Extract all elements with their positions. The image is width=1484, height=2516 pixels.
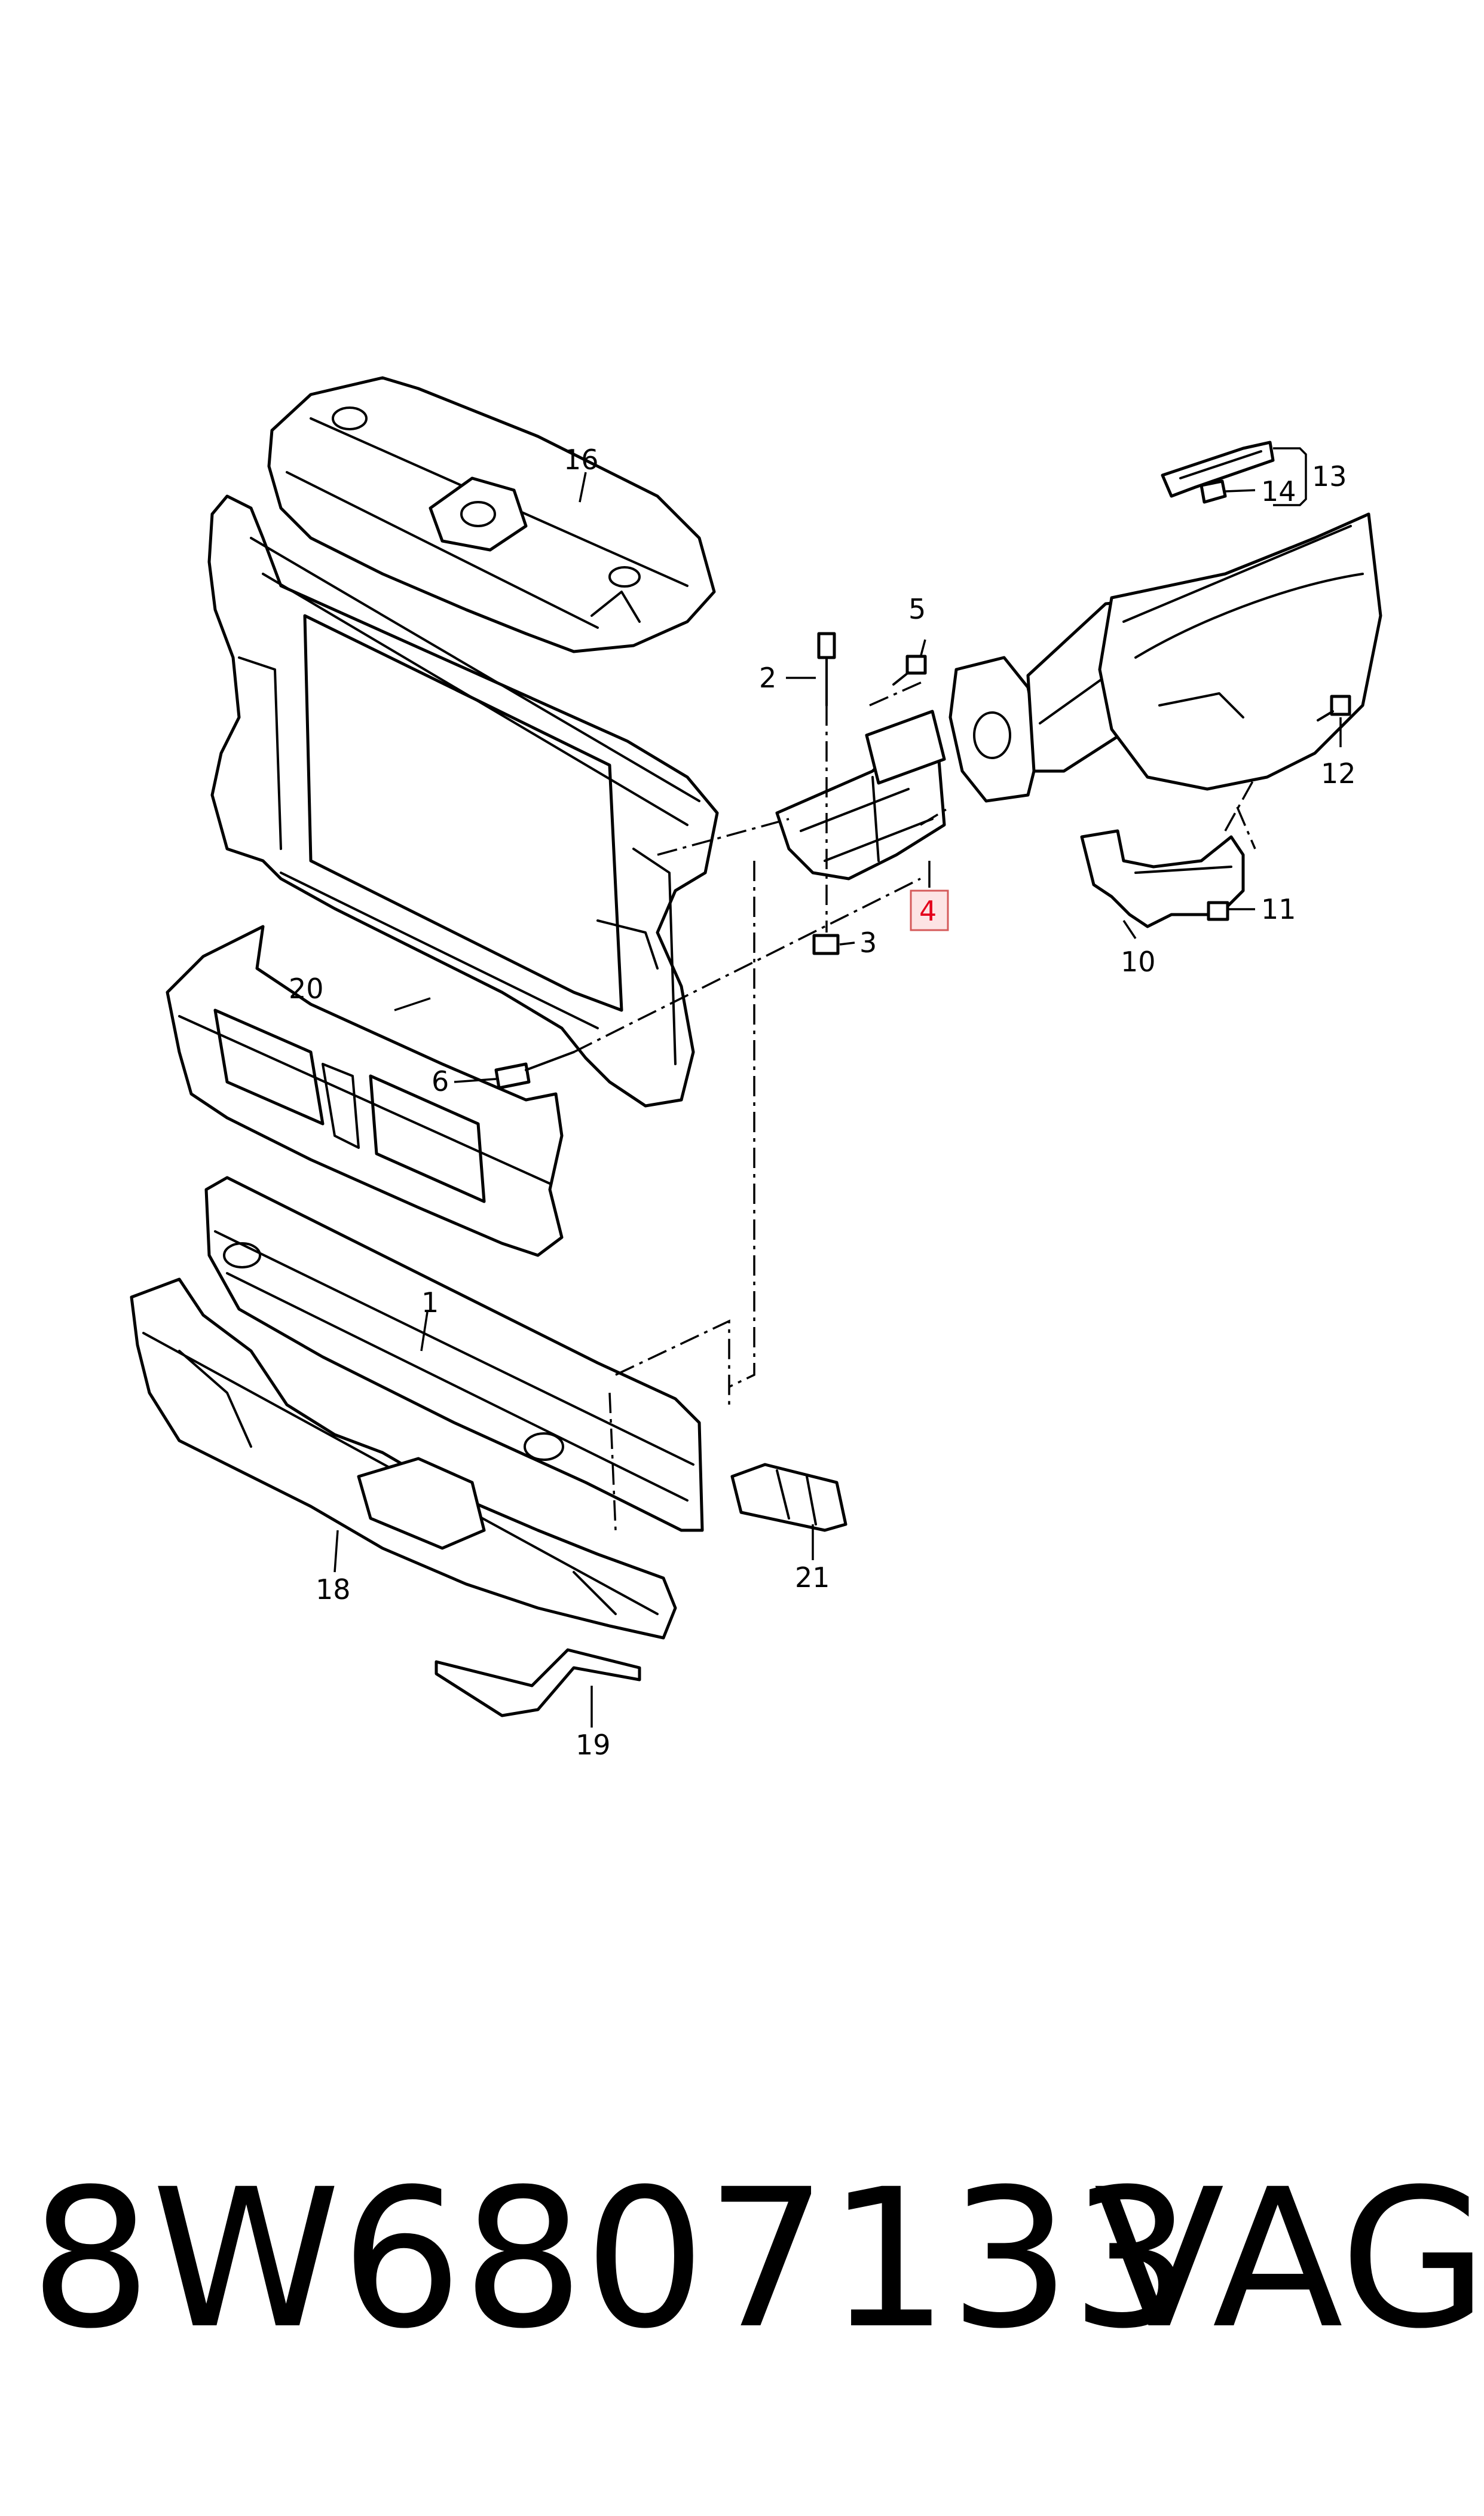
part-13-strip — [1161, 441, 1275, 498]
callout-4-highlight-box — [910, 889, 949, 931]
part-16-upper-cover — [267, 376, 716, 653]
callout-19: 19 — [576, 1729, 611, 1761]
callout-2: 2 — [759, 662, 776, 694]
part-2-bolt — [817, 632, 836, 707]
callout-6: 6 — [432, 1065, 449, 1097]
callout-16: 16 — [564, 444, 599, 476]
callout-11: 11 — [1261, 893, 1296, 925]
lock-carrier-frame — [207, 494, 719, 1108]
callout-10: 10 — [1121, 946, 1156, 978]
callout-20: 20 — [289, 973, 324, 1005]
part-10-holder — [1080, 829, 1245, 928]
part-18-absorber — [130, 1277, 677, 1640]
callout-labels: 16 2 5 3 4 6 10 11 12 13 14 20 1 18 19 2… — [289, 444, 1356, 1761]
callout-4: 4 — [919, 895, 937, 927]
callout-13: 13 — [1312, 460, 1347, 493]
part-4-crash-box — [775, 710, 946, 881]
part-5-screw — [892, 655, 927, 686]
assembly-lines — [573, 680, 1256, 1531]
part-1-cross-member — [204, 1176, 704, 1532]
part-20-air-guide — [166, 925, 564, 1257]
callout-18: 18 — [316, 1573, 351, 1606]
callout-12: 12 — [1321, 757, 1356, 790]
part-number-caption: 8W6807133 — [30, 2148, 1193, 2371]
wheelhouse-panel — [1098, 512, 1382, 791]
leader-lines — [333, 447, 1342, 1728]
callout-5: 5 — [908, 593, 926, 625]
callout-1: 1 — [421, 1286, 439, 1319]
part-12-screw — [1317, 695, 1351, 722]
brand-caption: VAG — [1094, 2148, 1484, 2371]
part-3-nut — [812, 934, 840, 955]
part-21-bracket — [730, 1463, 847, 1532]
callout-3: 3 — [859, 927, 877, 959]
part-11-nut — [1207, 901, 1229, 921]
callout-14: 14 — [1261, 475, 1296, 508]
callout-21: 21 — [795, 1561, 830, 1594]
part-19-bracket — [435, 1648, 641, 1717]
part-14-clip — [1200, 479, 1227, 504]
part-6-bolt — [494, 1051, 575, 1090]
